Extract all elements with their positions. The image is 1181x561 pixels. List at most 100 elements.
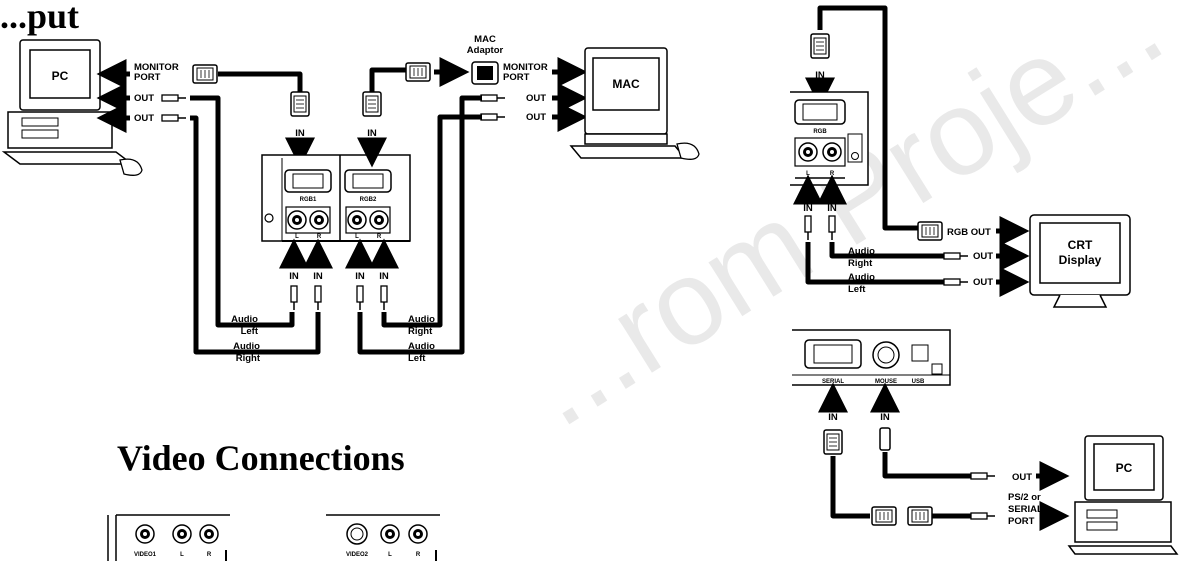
serial-adapter-plug-2 bbox=[907, 506, 933, 526]
pc-monitor-port-label-1: MONITOR bbox=[134, 62, 179, 73]
rgb1-audio-jack-l bbox=[287, 210, 307, 230]
serial-label: SERIAL bbox=[822, 379, 844, 385]
video1-label: VIDEO1 bbox=[134, 552, 157, 558]
pc-rca-plug-right bbox=[161, 114, 187, 122]
cable-mouse bbox=[882, 452, 975, 479]
crt-audio-left-label-1: Audio bbox=[848, 272, 875, 283]
rgb1-label: RGB1 bbox=[300, 197, 317, 203]
rgb2-l-label: L bbox=[355, 234, 359, 240]
serial-adapter-plug-1 bbox=[871, 506, 897, 526]
mac-cable-vga-plug bbox=[405, 62, 431, 82]
section-heading-video: Video Connections bbox=[117, 438, 405, 478]
rgb2-label: RGB2 bbox=[360, 197, 377, 203]
projector-control-panel: SERIAL MOUSE USB bbox=[792, 329, 951, 386]
mac-out-label-1: OUT bbox=[526, 93, 546, 104]
rgb1-rca-plug-l bbox=[290, 285, 298, 311]
mouse-plug bbox=[879, 427, 891, 451]
rgb2-vga-plug bbox=[362, 91, 382, 117]
rgb1-audio-in-r-label: IN bbox=[313, 271, 323, 282]
crt-audio-left-label-2: Left bbox=[848, 284, 866, 295]
video1-panel: VIDEO1 L R bbox=[107, 514, 230, 561]
rgb2-audio-in-r-label: IN bbox=[379, 271, 389, 282]
rgb2-rca-plug-r bbox=[380, 285, 388, 311]
cable-crt-audio-left bbox=[805, 242, 950, 285]
rgb1-r-label: R bbox=[317, 234, 322, 240]
rgb2-in-label: IN bbox=[367, 128, 377, 139]
crt-out-label-1: OUT bbox=[973, 251, 993, 262]
video2-panel: VIDEO2 L R bbox=[326, 514, 440, 561]
pc-monitor-port-label-2: PORT bbox=[134, 72, 161, 83]
ps2-serial-label-2: SERIAL bbox=[1008, 504, 1043, 515]
crt-audio-in-l-label: IN bbox=[803, 203, 813, 214]
cable-pc-vga bbox=[218, 71, 303, 92]
rgb1-in-label: IN bbox=[295, 128, 305, 139]
rgb2-rca-plug-l bbox=[356, 285, 364, 311]
video2-r-label: R bbox=[416, 552, 421, 558]
pc-out-label-1: OUT bbox=[134, 93, 154, 104]
pc-audio-right-label-1: Audio bbox=[233, 341, 260, 352]
video1-l-label: L bbox=[180, 552, 184, 558]
mac-audio-right-label-1: Audio bbox=[408, 314, 435, 325]
crt-label-2: Display bbox=[1059, 253, 1102, 267]
mouse-in-label: IN bbox=[880, 412, 890, 423]
rgb-panel-label: RGB bbox=[813, 129, 827, 135]
mac-audio-right-label-2: Right bbox=[408, 326, 433, 337]
pc-left-computer: PC bbox=[3, 39, 143, 177]
pc-audio-left-label-2: Left bbox=[241, 326, 259, 337]
rgb-out-r-label: R bbox=[830, 171, 835, 177]
mac-computer: MAC bbox=[569, 47, 700, 160]
cable-mac-audio-right bbox=[381, 114, 482, 328]
serial-plug bbox=[823, 429, 843, 455]
pc-rca-plug-left bbox=[161, 94, 187, 102]
pc-left-label: PC bbox=[52, 69, 69, 83]
pc-audio-right-label-2: Right bbox=[236, 353, 261, 364]
cable-serial bbox=[830, 456, 870, 519]
rgb-out-label: RGB OUT bbox=[947, 227, 991, 238]
video2-l-label: L bbox=[388, 552, 392, 558]
crt-audio-right-label-2: Right bbox=[848, 258, 873, 269]
rgb1-l-label: L bbox=[295, 234, 299, 240]
mac-monitor-port-label-1: MONITOR bbox=[503, 62, 548, 73]
mac-audio-left-label-1: Audio bbox=[408, 341, 435, 352]
crt-out-label-2: OUT bbox=[973, 277, 993, 288]
pc-right-label: PC bbox=[1116, 461, 1133, 475]
rgb2-audio-jack-r bbox=[369, 210, 389, 230]
section-heading-top: ...put bbox=[0, 0, 79, 36]
video2-label: VIDEO2 bbox=[346, 552, 369, 558]
crt-display: CRT Display bbox=[1029, 214, 1131, 308]
mac-audio-left-label-2: Left bbox=[408, 353, 426, 364]
pc-vga-plug bbox=[192, 64, 218, 84]
rgb1-rca-plug-r bbox=[314, 285, 322, 311]
rgb2-audio-in-l-label: IN bbox=[355, 271, 365, 282]
cable-mac-audio-left bbox=[357, 95, 482, 355]
usb-label: USB bbox=[912, 379, 925, 385]
rgb-out-l-label: L bbox=[806, 171, 810, 177]
cable-pc-audio-left bbox=[190, 95, 295, 328]
mouse-label: MOUSE bbox=[875, 379, 897, 385]
pc-right-out-label: OUT bbox=[1012, 472, 1032, 483]
rgb-in-label: IN bbox=[815, 70, 825, 81]
crt-out-rca-plug-1 bbox=[943, 252, 969, 260]
crt-vga-plug bbox=[917, 221, 943, 241]
ps2-serial-label-1: PS/2 or bbox=[1008, 492, 1041, 503]
video1-r-label: R bbox=[207, 552, 212, 558]
pc-right-ps2-plug-2 bbox=[970, 512, 996, 520]
pc-right-ps2-plug-1 bbox=[970, 472, 996, 480]
rgb1-vga-plug bbox=[290, 91, 310, 117]
cable-mac-vga bbox=[369, 67, 406, 92]
crt-label-1: CRT bbox=[1068, 238, 1093, 252]
mac-rca-plug-2 bbox=[480, 113, 506, 121]
mac-rca-plug-1 bbox=[480, 94, 506, 102]
crt-audio-right-label-1: Audio bbox=[848, 246, 875, 257]
mac-label: MAC bbox=[612, 77, 640, 91]
mac-out-label-2: OUT bbox=[526, 112, 546, 123]
rgb1-audio-in-l-label: IN bbox=[289, 271, 299, 282]
pc-right-computer: PC bbox=[1067, 435, 1179, 555]
crt-audio-in-r-label: IN bbox=[827, 203, 837, 214]
cable-pc-audio-right bbox=[190, 115, 321, 355]
mac-adaptor-label-1: MAC bbox=[474, 34, 496, 45]
pc-out-label-2: OUT bbox=[134, 113, 154, 124]
crt-out-rca-plug-2 bbox=[943, 278, 969, 286]
cable-rgb-out bbox=[817, 5, 918, 231]
